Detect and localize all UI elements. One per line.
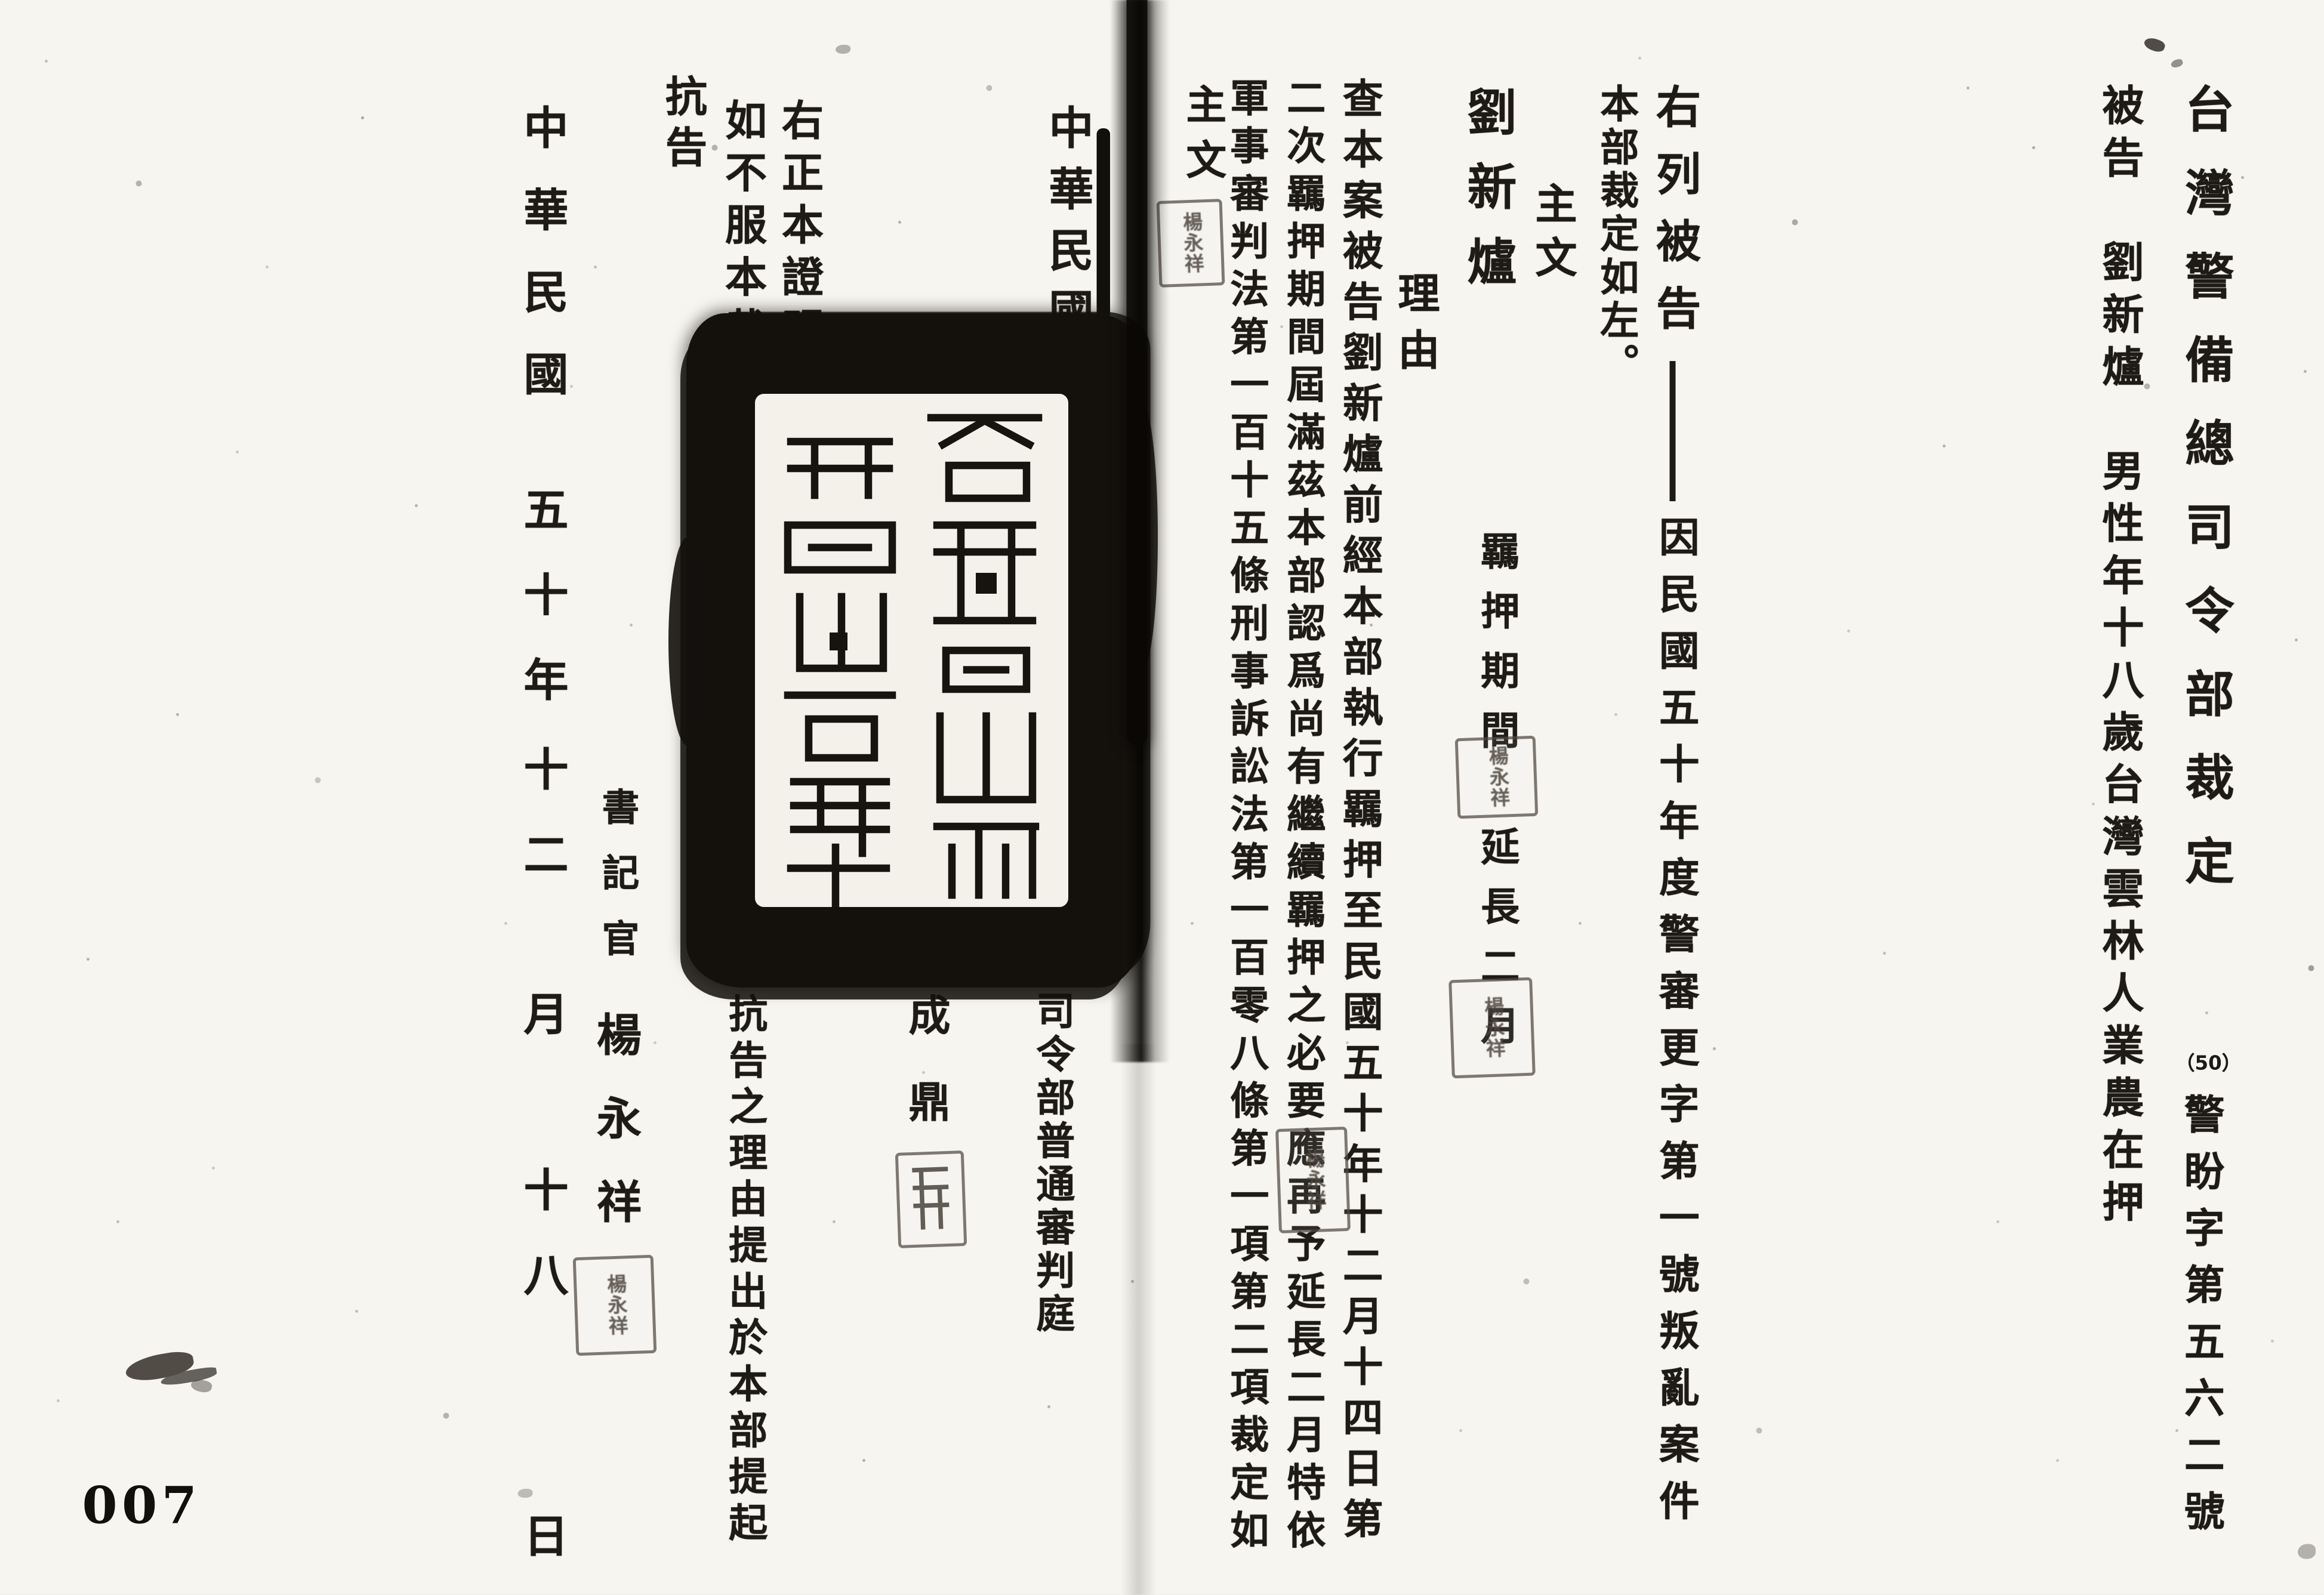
clerk-date-part: 日 [514, 1513, 568, 1557]
name-stamp-text: 楊永祥 [1480, 996, 1505, 1060]
main-clause-name: 劉新爐 [1459, 87, 1518, 310]
seal-inner-panel [755, 394, 1068, 907]
court-line: 司令部普通審判庭 [1030, 991, 1074, 1337]
main-text-heading: 主文 [1529, 182, 1579, 289]
clerk-date-part: 中華民國 [514, 104, 568, 433]
case-number-prefix: （50） [2175, 1053, 2242, 1076]
ink-smudge [836, 45, 850, 54]
name-stamp-text: 楊永祥 [602, 1273, 627, 1337]
name-stamp: 楊永祥 [1448, 977, 1536, 1079]
name-stamp: 楊永祥 [572, 1254, 657, 1356]
name-stamp-text: 楊永祥 [1178, 211, 1203, 275]
page-number: 007 [82, 1477, 202, 1537]
seal-script-pattern [784, 414, 1043, 907]
judge-seal-pattern [912, 1167, 950, 1230]
reason-line-1: 查本案被告劉新爐前經本部執行羈押至民國五十年十二月十四日第 [1335, 78, 1382, 1548]
clerk-date-part: 五十年 [514, 486, 568, 742]
appeal-heading: 抗告 [659, 75, 709, 176]
ink-smudge [517, 1489, 533, 1498]
name-stamp-text: 楊永祥 [1300, 1148, 1326, 1212]
decision-date-header: 中華民國 [1040, 104, 1093, 349]
paper-speckles [0, 0, 3, 3]
judge-name: 成鼎 [902, 994, 953, 1167]
clerk-date-part: 月 [514, 991, 568, 1035]
ink-smudge [2298, 1544, 2316, 1559]
clerk-date-part: 十二 [514, 746, 568, 916]
reason-heading: 理由 [1392, 272, 1442, 385]
clerk-title: 書記官 [597, 788, 640, 985]
official-seal [668, 313, 1158, 988]
name-stamp: 楊永祥 [1275, 1126, 1351, 1234]
page-fold-lower [1120, 1044, 1157, 1595]
page-fold-core [1126, 0, 1148, 746]
page-fold-bar [1096, 128, 1110, 319]
judge-seal [895, 1150, 967, 1248]
clerk-date-part: 十八 [514, 1167, 568, 1337]
name-stamp-text: 楊永祥 [1484, 745, 1509, 809]
main-clause-extension: 延長二月 [1474, 826, 1519, 1065]
defendant-line: 被告 劉新爐 男性年十八歲台灣雲林人業農在押 [2096, 84, 2146, 1232]
clerk-name: 楊永祥 [588, 1011, 640, 1262]
reason-line-2: 二次羈押期間屆滿茲本部認爲尚有繼續羈押之必要應再予延長二月特依 [1280, 78, 1325, 1557]
main-clause-detention: 羈押期間 [1474, 531, 1519, 770]
name-stamp: 楊永祥 [1454, 735, 1539, 819]
ruling-intro: 本部裁定如左。 [1593, 84, 1638, 387]
listed-intro: 右列被告 [1647, 84, 1700, 352]
main-text-reference: 主文 [1179, 84, 1225, 194]
listed-body: 因民國五十年度警審更字第一號叛亂案件 [1651, 516, 1699, 1537]
document-title: 台灣警備總司令部裁定 [2177, 84, 2236, 919]
appeal-body: 抗告之理由提出於本部提起 [722, 994, 767, 1548]
reason-line-3: 軍事審判法第一百十五條刑事訴訟法第一百零八條第一項第二項裁定如 [1223, 78, 1268, 1557]
long-dash: ── [1669, 361, 1676, 501]
case-number: 警盼字第五六二號 [2177, 1093, 2224, 1547]
